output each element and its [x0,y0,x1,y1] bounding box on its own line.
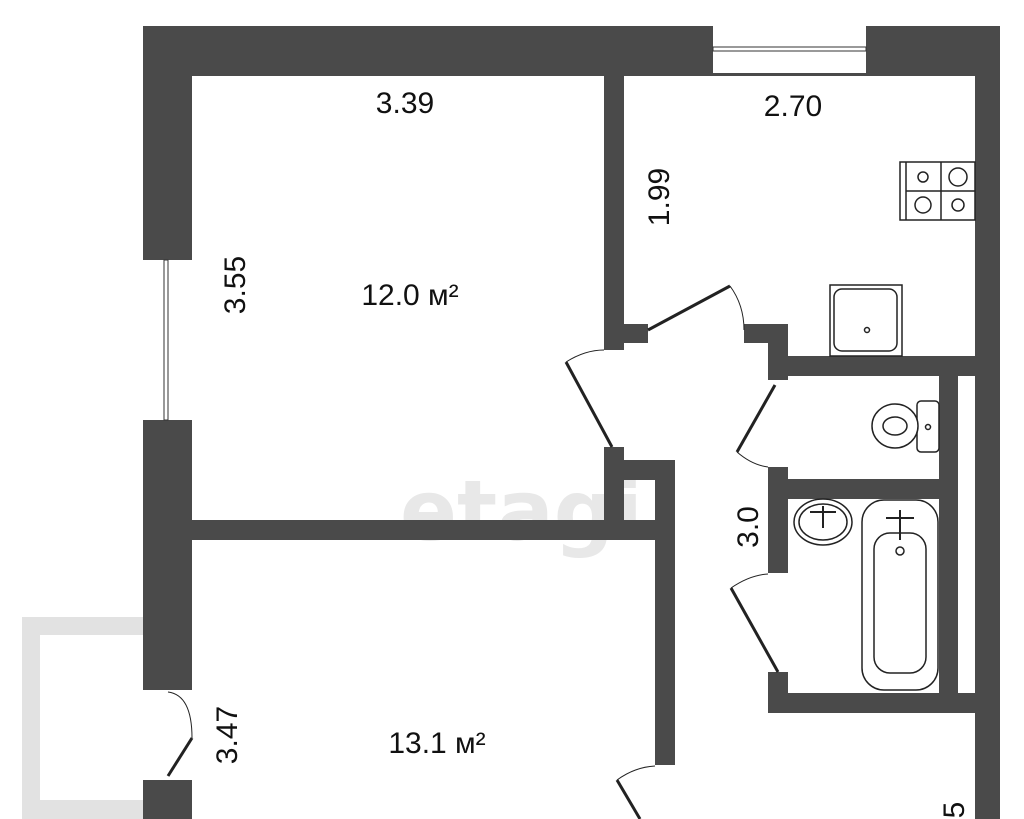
watermark: etagi [400,462,643,560]
room-2-length-label: 3.47 [211,706,244,764]
window-left [143,259,192,421]
kitchen-width-label: 2.70 [764,90,822,123]
room-1-area-label: 12.0 м² [361,279,458,312]
room-1-length-label: 3.55 [219,256,252,314]
window-top [712,26,867,73]
room-2-area-label: 13.1 м² [388,727,485,760]
washbasin-icon [793,498,853,546]
walls [143,26,1000,819]
toilet-icon [871,400,940,453]
kitchen-length-label: 1.99 [643,168,676,226]
hallway-length-label: 3.0 [732,506,765,548]
doors [166,284,780,819]
sink-icon [829,284,903,357]
stove-icon [899,161,976,221]
balcony [22,617,192,819]
bathtub-icon [861,499,939,691]
partial-dimension-label: 5 [938,802,971,819]
room-1-width-label: 3.39 [376,87,434,120]
